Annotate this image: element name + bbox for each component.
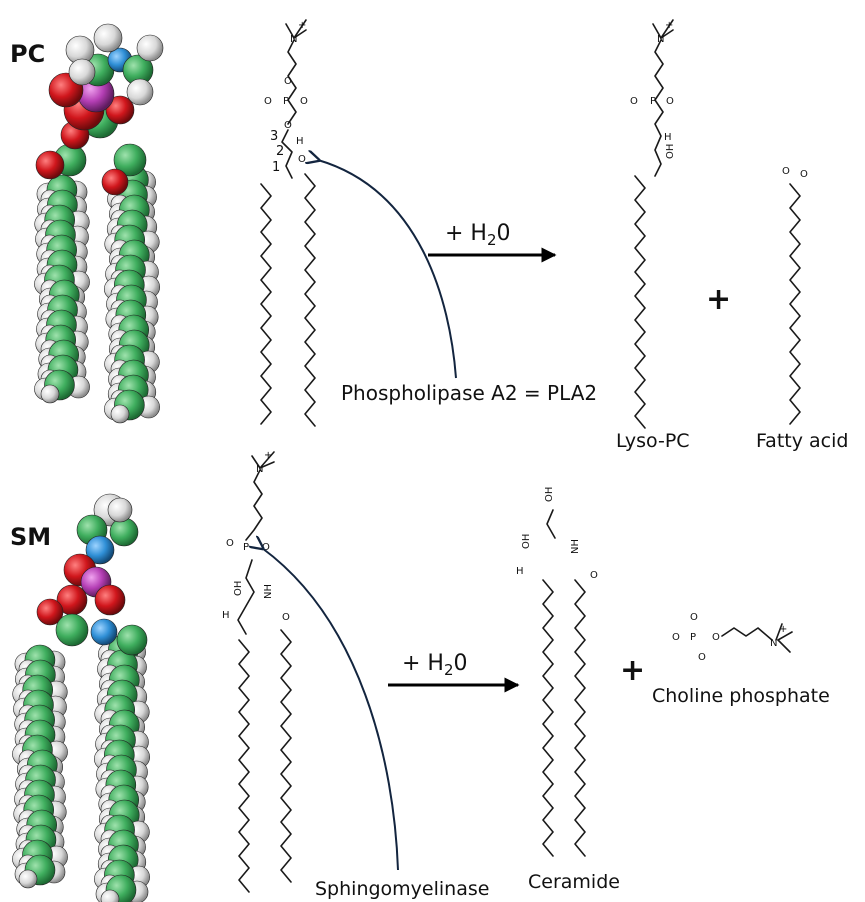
fatty-acid-structure: O O	[782, 166, 808, 425]
sm-plus: +	[620, 653, 645, 688]
choline-phosphate-label: Choline phosphate	[652, 685, 830, 707]
pc-h: H	[296, 136, 304, 147]
chp-nitrogen: N	[770, 638, 777, 649]
atom-sphere	[93, 23, 123, 53]
lysopc-n-charge: +	[665, 20, 673, 31]
sm-h: H	[222, 610, 230, 621]
atom-sphere	[94, 584, 126, 616]
sm-amide-o: O	[282, 612, 290, 623]
atom-sphere	[116, 624, 148, 656]
ceramide-oh-top: OH	[544, 487, 555, 502]
ceramide-h: H	[516, 566, 524, 577]
pc-carbon-2: 2	[276, 144, 284, 159]
sm-nitrogen: N	[256, 464, 263, 475]
lyso-pc-label: Lyso-PC	[616, 430, 690, 452]
atom-sphere	[68, 58, 96, 86]
chp-o-top: O	[690, 612, 698, 623]
lysopc-h: H	[664, 132, 672, 143]
fatty-acid-label: Fatty acid	[756, 430, 848, 452]
chp-phosphorus: P	[690, 632, 696, 643]
pc-o-4: O	[284, 120, 292, 131]
atom-sphere	[107, 497, 133, 523]
chp-o-bottom: O	[698, 652, 706, 663]
sm-skeletal-structure: N + O P O OH H NH O	[222, 450, 292, 893]
sm-phosphorus: P	[243, 542, 249, 553]
pla2-attack-arrow	[318, 160, 457, 379]
sm-water-reagent: + H20	[402, 651, 468, 679]
sm-label: SM	[10, 523, 51, 551]
pc-n-charge: +	[298, 20, 306, 31]
atom-sphere	[110, 404, 130, 424]
atom-sphere	[126, 78, 154, 106]
chp-o-right: O	[712, 632, 720, 643]
atom-sphere	[85, 535, 115, 565]
pc-o-1: O	[284, 76, 292, 87]
sm-nh: NH	[263, 584, 274, 599]
atom-sphere	[90, 618, 118, 646]
lysopc-phosphorus: P	[650, 96, 656, 107]
sm-o-2: O	[262, 542, 270, 553]
sphingomyelinase-attack-arrow	[262, 548, 399, 871]
atom-sphere	[55, 613, 89, 647]
pc-o-sn2: O	[298, 154, 306, 165]
pla2-enzyme-label: Phospholipase A2 = PLA2	[341, 381, 597, 405]
lysopc-o-2: O	[630, 96, 638, 107]
pc-o-2: O	[264, 96, 272, 107]
lysopc-nitrogen: N	[657, 34, 664, 45]
sm-o-1: O	[226, 538, 234, 549]
ceramide-amide-o: O	[590, 570, 598, 581]
atom-sphere	[136, 34, 164, 62]
pc-carbon-1: 1	[272, 160, 280, 175]
pc-phosphorus: P	[283, 96, 289, 107]
lysopc-oh: OH	[665, 144, 676, 159]
lysopc-o-3: O	[666, 96, 674, 107]
pc-label: PC	[10, 40, 45, 68]
atom-sphere	[113, 143, 147, 177]
atom-sphere	[35, 150, 65, 180]
ceramide-structure: OH OH H NH O	[516, 487, 598, 857]
fatty-acid-o: O	[782, 166, 790, 177]
pc-plus: +	[706, 282, 731, 317]
sm-oh: OH	[233, 581, 244, 596]
chp-o-left: O	[672, 632, 680, 643]
ceramide-label: Ceramide	[528, 871, 620, 893]
pc-skeletal-structure: N + O P O O O 3 2 1 H O	[260, 19, 316, 427]
pc-space-filling-model	[34, 23, 164, 424]
pc-o-3: O	[300, 96, 308, 107]
atom-sphere	[101, 168, 129, 196]
pc-nitrogen: N	[290, 34, 297, 45]
atom-sphere	[100, 889, 120, 902]
choline-phosphate-structure: O P O O O N +	[672, 612, 793, 663]
ceramide-oh: OH	[521, 534, 532, 549]
atom-sphere	[105, 95, 135, 125]
lyso-pc-structure: N + P O O OH H	[630, 19, 676, 429]
atom-sphere	[36, 598, 64, 626]
sm-n-charge: +	[264, 450, 272, 461]
pc-carbon-3: 3	[270, 129, 278, 144]
atom-sphere	[18, 869, 38, 889]
atom-sphere	[109, 517, 139, 547]
chp-n-charge: +	[779, 624, 787, 635]
sm-space-filling-model	[12, 493, 150, 902]
sphingomyelinase-label: Sphingomyelinase	[315, 878, 489, 900]
ceramide-nh: NH	[570, 539, 581, 554]
fatty-acid-o-minus: O	[800, 169, 808, 180]
atom-sphere	[40, 384, 60, 404]
pc-water-reagent: + H20	[445, 221, 511, 249]
